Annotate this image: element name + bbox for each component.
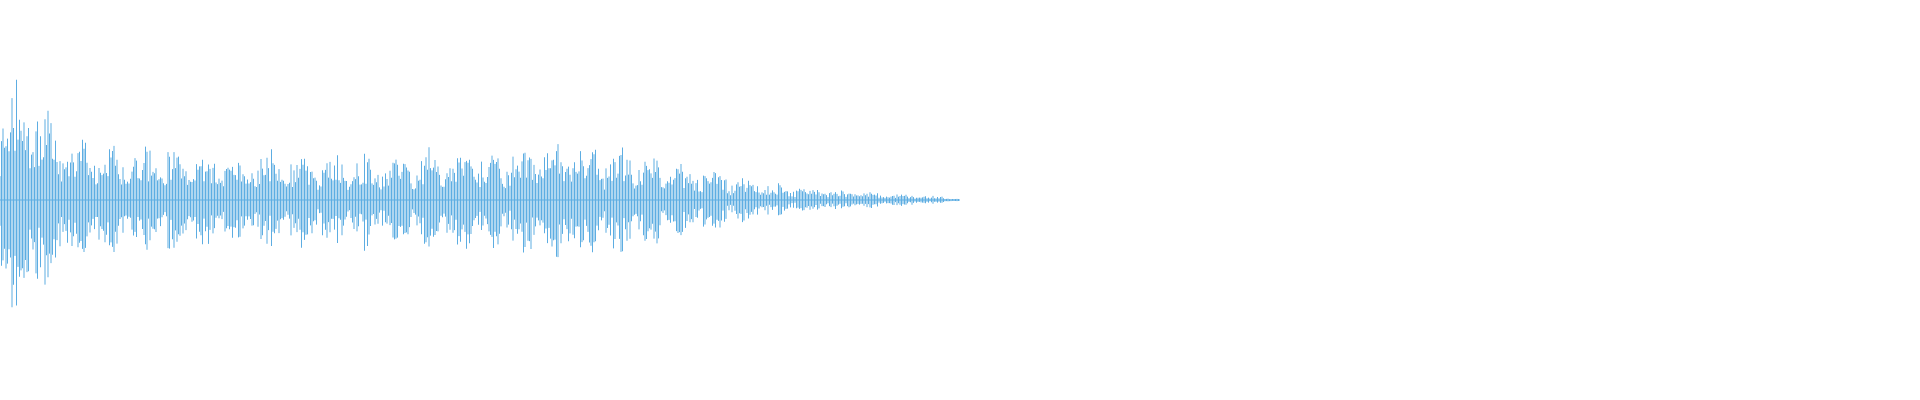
waveform-samples bbox=[0, 79, 959, 308]
